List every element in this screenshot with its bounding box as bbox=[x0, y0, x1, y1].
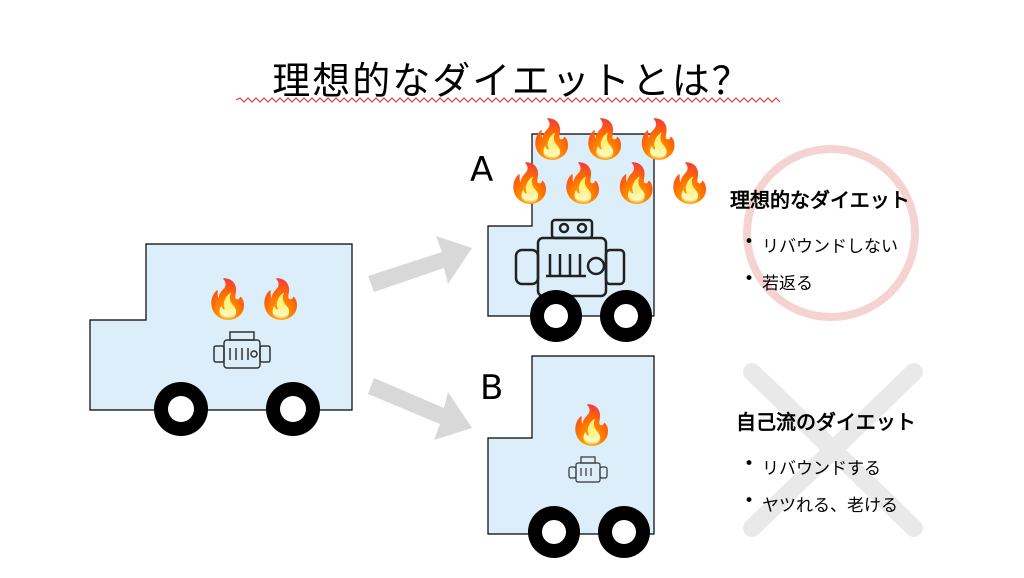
slide-title: 理想的なダイエットとは？ bbox=[272, 59, 752, 103]
original-truck: 🔥 🔥 bbox=[88, 242, 356, 436]
arrow-to-b bbox=[368, 378, 472, 440]
list-item: リバウンドしない bbox=[740, 232, 898, 257]
truck-b: 🔥 bbox=[486, 354, 658, 566]
flame-icon: 🔥 bbox=[665, 161, 714, 205]
flame-row-top: 🔥 🔥 🔥 bbox=[528, 120, 682, 158]
list-item: リバウンドする bbox=[740, 454, 898, 479]
flame-icon: 🔥 bbox=[581, 117, 629, 161]
list-item: ヤツれる、老ける bbox=[740, 491, 898, 516]
wheel-icon bbox=[530, 290, 582, 342]
truck-body bbox=[89, 243, 353, 411]
truck-body bbox=[487, 133, 655, 317]
option-a-label: A bbox=[470, 150, 494, 190]
arrow-to-a bbox=[368, 236, 472, 292]
spellcheck-underline bbox=[236, 97, 780, 103]
list-item: 若返る bbox=[740, 269, 898, 294]
flame-icon: 🔥 bbox=[634, 117, 682, 161]
ideal-diet-heading: 理想的なダイエット bbox=[730, 188, 910, 212]
flame-row-bottom: 🔥 🔥 🔥 🔥 bbox=[506, 164, 713, 202]
self-diet-heading: 自己流のダイエット bbox=[736, 410, 916, 434]
engine-icon bbox=[213, 331, 271, 369]
ideal-diet-bullets: リバウンドしない 若返る bbox=[740, 232, 898, 306]
flame-icon: 🔥 bbox=[559, 161, 607, 205]
option-b-label: B bbox=[480, 368, 504, 408]
wheel-icon bbox=[266, 382, 320, 436]
self-diet-bullets: リバウンドする ヤツれる、老ける bbox=[740, 454, 898, 528]
flame-icon: 🔥 bbox=[204, 277, 252, 321]
truck-body bbox=[487, 355, 655, 535]
wheel-icon bbox=[600, 290, 652, 342]
flame-icon: 🔥 bbox=[257, 277, 305, 321]
wheel-icon bbox=[154, 382, 208, 436]
flame-icon: 🔥 bbox=[528, 117, 576, 161]
flame-icon: 🔥 bbox=[568, 403, 616, 447]
engine-icon bbox=[568, 456, 608, 483]
wheel-icon bbox=[598, 506, 650, 558]
flame-icon: 🔥 bbox=[612, 161, 660, 205]
wheel-icon bbox=[528, 506, 580, 558]
truck-a: 🔥 🔥 🔥 🔥 🔥 🔥 🔥 bbox=[486, 120, 713, 348]
flame-group: 🔥 🔥 bbox=[204, 280, 305, 318]
flame-icon: 🔥 bbox=[506, 161, 554, 205]
